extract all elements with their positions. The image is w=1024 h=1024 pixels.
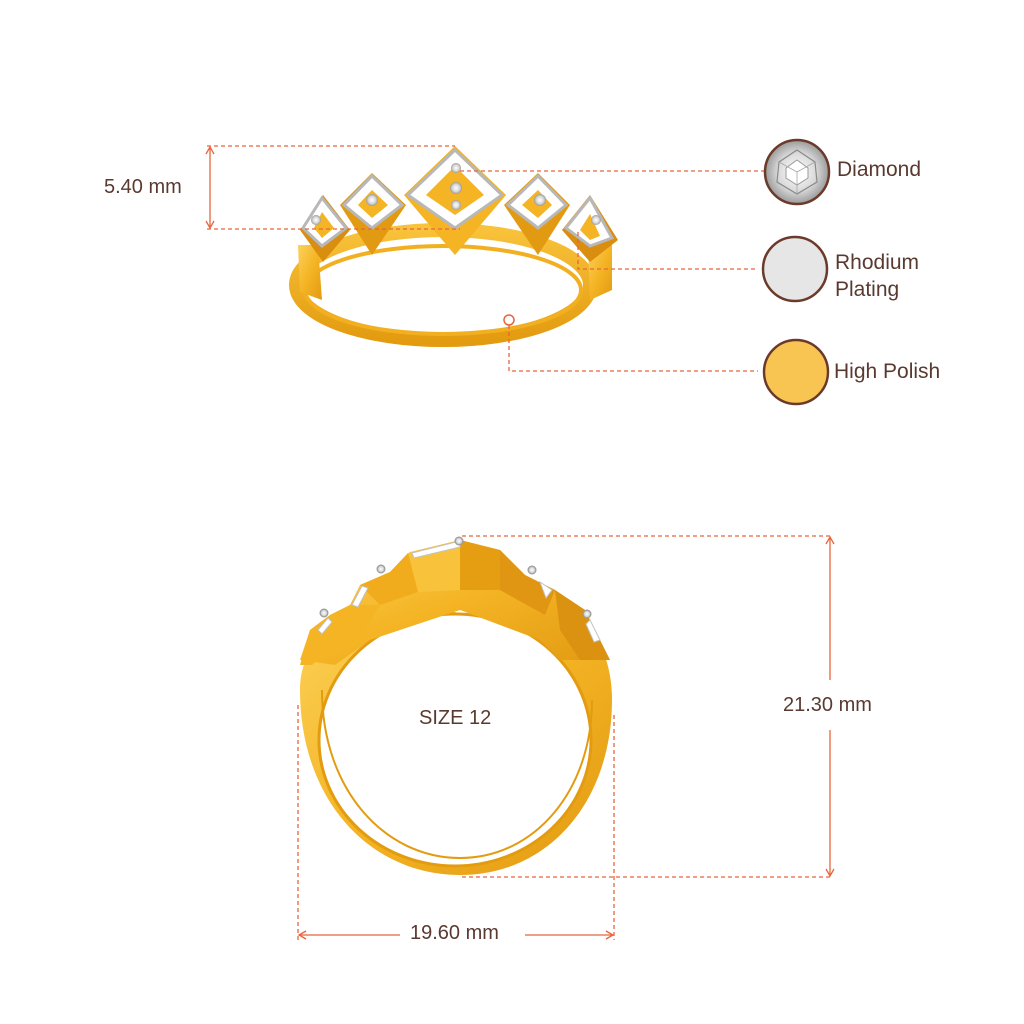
crown-block-far-left: [300, 605, 380, 665]
front-stone-2: [376, 564, 386, 574]
crown-inner-5: [580, 214, 600, 240]
rhodium-edge-4: [538, 580, 553, 600]
top-ring-band-inner: [303, 244, 583, 336]
stone-4: [534, 194, 546, 206]
legend-label-rhodium-line2: Plating: [835, 278, 900, 301]
rhodium-edge-2: [351, 585, 369, 608]
ring-inner-hole: [319, 614, 591, 866]
crown-block-left: [360, 553, 418, 605]
front-width-arrow: [297, 930, 615, 940]
front-height-arrow: [825, 535, 835, 878]
front-stone-5: [582, 609, 592, 619]
stone-1: [311, 215, 321, 225]
legend-label-rhodium-line1: Rhodium: [835, 251, 920, 274]
legend-label-diamond: Diamond: [837, 158, 922, 181]
front-dimension-lines: [297, 535, 830, 940]
top-height-arrow: [205, 145, 215, 230]
top-view-ring: [289, 146, 618, 347]
front-view-ring: [300, 536, 612, 875]
rhodium-swatch: [761, 235, 829, 303]
legend-label-high-polish: High Polish: [834, 360, 941, 383]
stone-3b: [450, 182, 462, 194]
hallmark-dot: [503, 314, 515, 326]
front-stone-3: [527, 565, 537, 575]
gold-swatch: [762, 338, 830, 406]
ring-size-label: SIZE 12: [419, 707, 492, 729]
ring-inner-bevel: [317, 612, 593, 868]
polish-leader: [508, 325, 758, 372]
front-height-label: 21.30 mm: [783, 694, 872, 716]
crown-block-far-right: [555, 590, 610, 660]
stone-5: [591, 215, 601, 225]
top-height-label: 5.40 mm: [104, 176, 182, 198]
stone-3a: [451, 163, 461, 173]
front-crown: [300, 540, 610, 665]
rhodium-edge-5: [585, 619, 601, 643]
top-dimension-lines: [207, 145, 765, 372]
crown-block-right: [500, 550, 555, 615]
crown-block-center-right: [460, 540, 500, 590]
front-stone-1: [454, 536, 464, 546]
front-width-label: 19.60 mm: [410, 922, 499, 944]
rhodium-edge-3: [317, 617, 333, 635]
left-shank: [298, 245, 322, 300]
rhodium-leader: [577, 232, 758, 270]
stone-2: [366, 194, 378, 206]
front-stone-4: [319, 608, 329, 618]
top-crown: [300, 146, 618, 262]
rhodium-edge-1: [411, 540, 461, 559]
diamond-icon: [763, 138, 831, 206]
band-inner-line: [321, 689, 593, 860]
stone-3c: [451, 200, 461, 210]
